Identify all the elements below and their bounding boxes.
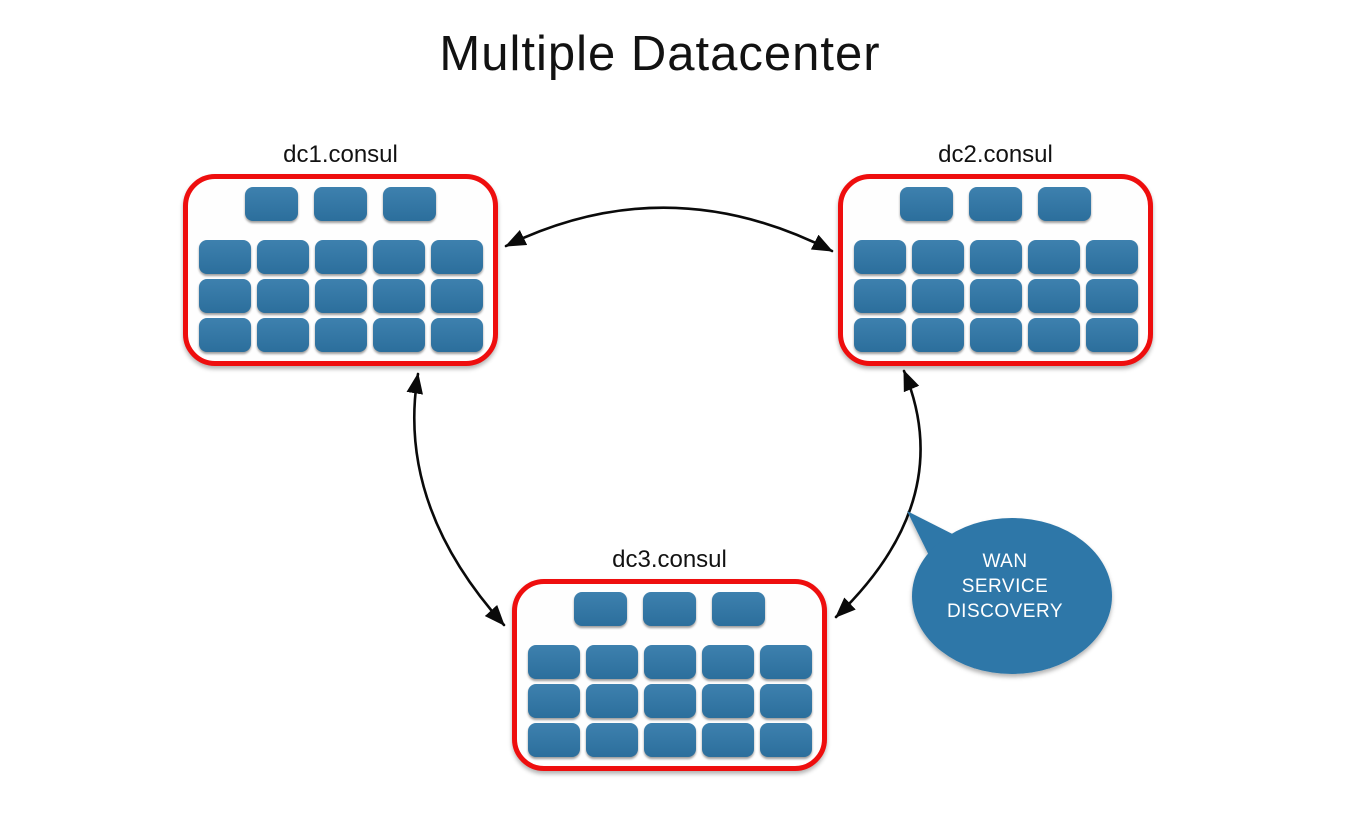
consul-client-node — [1085, 240, 1138, 274]
consul-client-node — [314, 318, 367, 352]
consul-client-node — [256, 318, 309, 352]
consul-client-node — [527, 645, 580, 679]
consul-client-node — [585, 645, 638, 679]
datacenter-dc3-label: dc3.consul — [612, 546, 727, 573]
dc2-server-row — [843, 187, 1148, 221]
dc3-server-row — [517, 592, 822, 626]
datacenter-dc2: dc2.consul — [838, 141, 1153, 366]
consul-server-node — [969, 187, 1022, 221]
consul-client-node — [372, 279, 425, 313]
consul-client-node — [430, 279, 483, 313]
connection-arrow-dc1-dc3 — [406, 372, 506, 627]
consul-client-node — [585, 723, 638, 757]
callout-line-2: SERVICE — [961, 576, 1049, 597]
datacenter-dc2-box — [838, 174, 1153, 366]
consul-client-node — [911, 240, 964, 274]
consul-client-node — [430, 240, 483, 274]
consul-client-node — [643, 645, 696, 679]
consul-server-node — [245, 187, 298, 221]
consul-client-node — [198, 318, 251, 352]
consul-client-node — [527, 684, 580, 718]
consul-server-node — [1038, 187, 1091, 221]
consul-client-node — [853, 318, 906, 352]
dc1-client-node-grid — [188, 240, 493, 352]
consul-client-node — [256, 279, 309, 313]
callout-line-3: DISCOVERY — [946, 601, 1064, 622]
datacenter-dc1-box — [183, 174, 498, 366]
consul-client-node — [759, 684, 812, 718]
consul-client-node — [585, 684, 638, 718]
datacenter-dc2-label: dc2.consul — [938, 141, 1053, 168]
consul-client-node — [314, 240, 367, 274]
consul-server-node — [383, 187, 436, 221]
consul-client-node — [759, 723, 812, 757]
consul-client-node — [911, 318, 964, 352]
datacenter-dc3: dc3.consul — [512, 546, 827, 771]
consul-server-node — [314, 187, 367, 221]
connection-arrow-dc1-dc2 — [504, 206, 834, 253]
consul-client-node — [372, 240, 425, 274]
consul-client-node — [969, 279, 1022, 313]
wan-callout-text: WAN SERVICE DISCOVERY — [905, 549, 1105, 624]
consul-client-node — [1027, 279, 1080, 313]
consul-client-node — [701, 684, 754, 718]
consul-client-node — [853, 240, 906, 274]
callout-line-1: WAN — [982, 551, 1028, 572]
dc3-client-node-grid — [517, 645, 822, 757]
consul-client-node — [969, 318, 1022, 352]
dc1-server-row — [188, 187, 493, 221]
consul-client-node — [969, 240, 1022, 274]
datacenter-dc1-label: dc1.consul — [283, 141, 398, 168]
consul-client-node — [1027, 318, 1080, 352]
consul-client-node — [701, 645, 754, 679]
consul-client-node — [911, 279, 964, 313]
consul-client-node — [1085, 318, 1138, 352]
consul-client-node — [314, 279, 367, 313]
consul-client-node — [372, 318, 425, 352]
consul-client-node — [198, 240, 251, 274]
consul-client-node — [430, 318, 483, 352]
datacenter-dc3-box — [512, 579, 827, 771]
consul-client-node — [643, 723, 696, 757]
consul-client-node — [1027, 240, 1080, 274]
consul-server-node — [712, 592, 765, 626]
consul-server-node — [643, 592, 696, 626]
consul-server-node — [574, 592, 627, 626]
consul-server-node — [900, 187, 953, 221]
consul-client-node — [256, 240, 309, 274]
consul-client-node — [1085, 279, 1138, 313]
consul-client-node — [701, 723, 754, 757]
page-title: Multiple Datacenter — [439, 27, 881, 81]
consul-client-node — [198, 279, 251, 313]
consul-client-node — [643, 684, 696, 718]
consul-client-node — [759, 645, 812, 679]
consul-client-node — [527, 723, 580, 757]
datacenter-dc1: dc1.consul — [183, 141, 498, 366]
consul-client-node — [853, 279, 906, 313]
dc2-client-node-grid — [843, 240, 1148, 352]
